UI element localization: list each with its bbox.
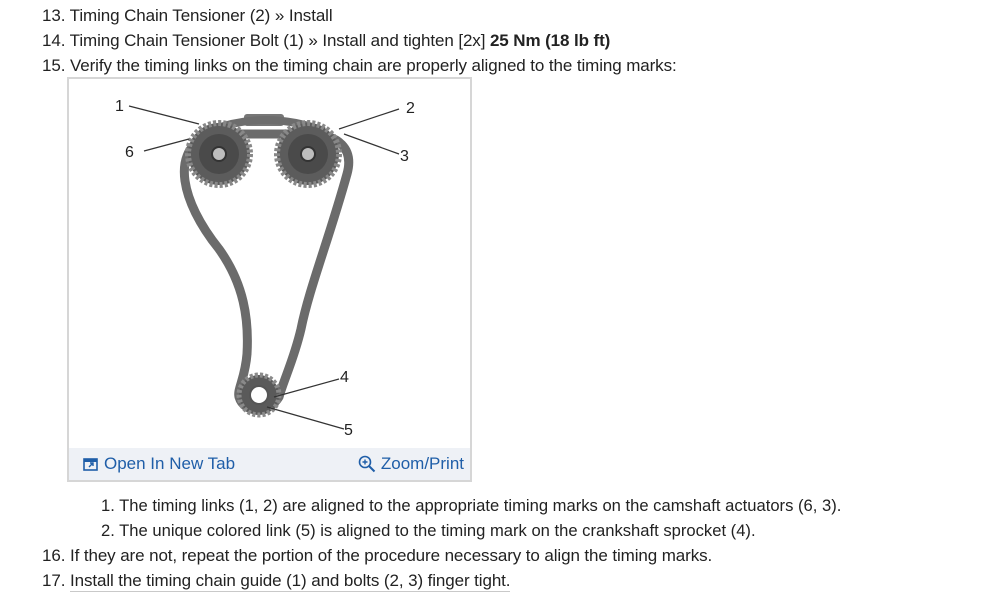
step-text: Timing Chain Tensioner (2) » Install xyxy=(69,6,333,25)
step-number: 15. xyxy=(42,56,66,75)
step-number: 16. xyxy=(42,546,66,565)
step-16: 16. If they are not, repeat the portion … xyxy=(42,546,712,566)
step-text: Verify the timing links on the timing ch… xyxy=(69,56,677,75)
sprocket-bolt xyxy=(300,146,316,162)
callout-5: 5 xyxy=(344,422,353,439)
step-14: 14. Timing Chain Tensioner Bolt (1) » In… xyxy=(42,31,610,51)
step-number: 13. xyxy=(42,6,66,25)
step-text: If they are not, repeat the portion of t… xyxy=(69,546,713,565)
step-text: Install the timing chain guide (1) and b… xyxy=(69,571,511,592)
leader-lines xyxy=(128,105,400,430)
magnifier-plus-icon xyxy=(358,455,376,473)
step-15: 15. Verify the timing links on the timin… xyxy=(42,56,677,76)
open-new-tab-icon xyxy=(83,458,98,471)
open-in-new-tab-link[interactable]: Open In New Tab xyxy=(83,454,235,474)
open-in-new-tab-label: Open In New Tab xyxy=(104,454,236,473)
timing-chain-diagram: 1 2 3 4 5 6 xyxy=(115,98,415,439)
callout-3: 3 xyxy=(400,148,409,165)
substep-number: 2. xyxy=(101,521,115,540)
torque-spec: 25 Nm (18 lb ft) xyxy=(489,31,611,50)
callout-2: 2 xyxy=(406,100,415,117)
crank-hub xyxy=(249,385,269,405)
callout-labels: 1 2 3 4 5 6 xyxy=(115,98,415,439)
zoom-print-label: Zoom/Print xyxy=(380,454,464,473)
step-number: 14. xyxy=(42,31,66,50)
substep-2: 2. The unique colored link (5) is aligne… xyxy=(101,521,756,541)
substep-text: The timing links (1, 2) are aligned to t… xyxy=(119,496,842,515)
step-number: 17. xyxy=(42,571,66,590)
zoom-print-link[interactable]: Zoom/Print xyxy=(358,454,464,474)
substep-1: 1. The timing links (1, 2) are aligned t… xyxy=(101,496,841,516)
timing-chain-figure: 1 2 3 4 5 6 Open In New Tab Zoom/Print xyxy=(67,77,472,482)
sprocket-bolt xyxy=(211,146,227,162)
step-13: 13. Timing Chain Tensioner (2) » Install xyxy=(42,6,333,26)
callout-4: 4 xyxy=(340,369,349,386)
callout-6: 6 xyxy=(125,144,134,161)
callout-1: 1 xyxy=(115,98,124,115)
substep-text: The unique colored link (5) is aligned t… xyxy=(119,521,756,540)
step-text: Timing Chain Tensioner Bolt (1) » Instal… xyxy=(69,31,490,50)
figure-action-bar: Open In New Tab Zoom/Print xyxy=(69,448,470,480)
step-17: 17. Install the timing chain guide (1) a… xyxy=(42,571,511,592)
substep-number: 1. xyxy=(101,496,115,515)
